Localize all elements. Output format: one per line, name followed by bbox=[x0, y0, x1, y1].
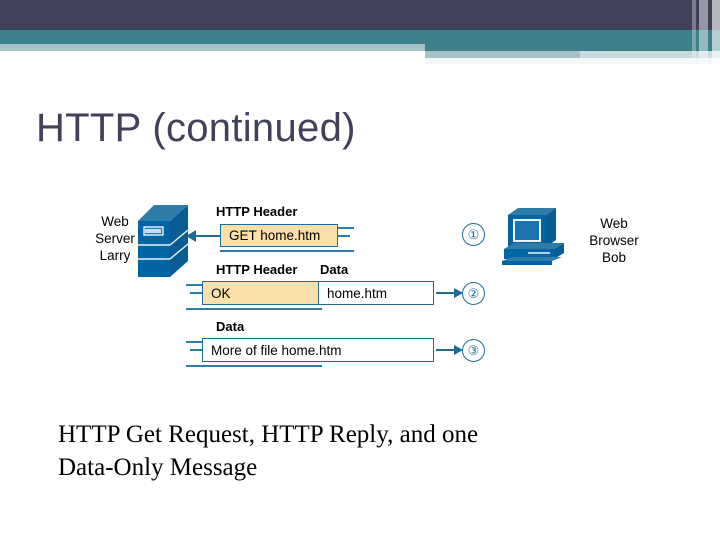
caption-line-2: Data-Only Message bbox=[58, 454, 258, 481]
message-3-arrow-head-right-icon bbox=[454, 345, 463, 355]
header-band-navy bbox=[0, 0, 720, 30]
header-band-light-left bbox=[0, 44, 425, 51]
server-label-line1: Web bbox=[101, 214, 129, 229]
browser-label-line2: Browser bbox=[589, 233, 639, 248]
browser-label-line3: Bob bbox=[601, 250, 627, 265]
slide-caption: HTTP Get Request, HTTP Reply, and one Da… bbox=[58, 418, 618, 484]
message-1-arrow-head-left-icon bbox=[186, 230, 196, 242]
message-3-arrow-line bbox=[436, 349, 456, 351]
page-title: HTTP (continued) bbox=[36, 106, 356, 150]
message-1-box: GET home.htm bbox=[220, 224, 338, 247]
message-2-arrow-line bbox=[436, 292, 456, 294]
message-2-caption-data: Data bbox=[320, 262, 349, 277]
message-3-box: More of file home.htm bbox=[202, 338, 434, 362]
server-label-line3: Larry bbox=[99, 248, 131, 263]
server-tower-icon bbox=[138, 205, 189, 277]
step-number-3: ③ bbox=[462, 339, 485, 362]
message-3-tail-top bbox=[186, 341, 202, 343]
message-2-data-segment: home.htm bbox=[318, 282, 433, 304]
server-label: Web Server Larry bbox=[80, 213, 150, 264]
message-2-caption-header: HTTP Header bbox=[216, 262, 298, 277]
browser-label: Web Browser Bob bbox=[574, 215, 654, 266]
header-band-teal-right bbox=[425, 44, 720, 51]
message-1-tail-top bbox=[338, 227, 354, 229]
message-2-header-segment: OK bbox=[203, 282, 318, 304]
header-band-medium-right bbox=[425, 51, 580, 58]
message-2-arrow-head-right-icon bbox=[454, 288, 463, 298]
message-2-tail-top bbox=[186, 284, 202, 286]
server-label-line2: Server bbox=[95, 231, 135, 246]
message-1-tail-mid bbox=[338, 235, 350, 237]
message-3-tail-bottom bbox=[186, 365, 322, 367]
header-band-faint-right bbox=[425, 58, 720, 64]
message-2-tail-bottom bbox=[186, 308, 322, 310]
desktop-computer-icon bbox=[502, 208, 564, 265]
caption-line-1: HTTP Get Request, HTTP Reply, and one bbox=[58, 421, 479, 448]
header-vertical-stripe-3 bbox=[712, 0, 720, 70]
message-3-data-segment: More of file home.htm bbox=[203, 339, 433, 361]
message-2-box: OK home.htm bbox=[202, 281, 434, 305]
message-1-arrow-line bbox=[196, 235, 222, 237]
header-band-teal bbox=[0, 30, 720, 44]
step-number-1: ① bbox=[462, 223, 485, 246]
step-number-2: ② bbox=[462, 282, 485, 305]
header-decoration-bar bbox=[0, 0, 720, 70]
browser-label-line1: Web bbox=[600, 216, 628, 231]
header-vertical-stripe-2 bbox=[699, 0, 708, 70]
message-3-caption-data: Data bbox=[216, 319, 245, 334]
message-3-tail-mid bbox=[190, 349, 202, 351]
message-1-caption-header: HTTP Header bbox=[216, 204, 298, 219]
http-exchange-diagram: Web Server Larry Web Browser Bob HTTP bbox=[0, 195, 720, 385]
header-vertical-stripe-1 bbox=[692, 0, 696, 70]
message-2-tail-mid bbox=[190, 292, 202, 294]
message-1-header-segment: GET home.htm bbox=[221, 225, 337, 246]
message-1-tail-bottom bbox=[220, 250, 354, 252]
